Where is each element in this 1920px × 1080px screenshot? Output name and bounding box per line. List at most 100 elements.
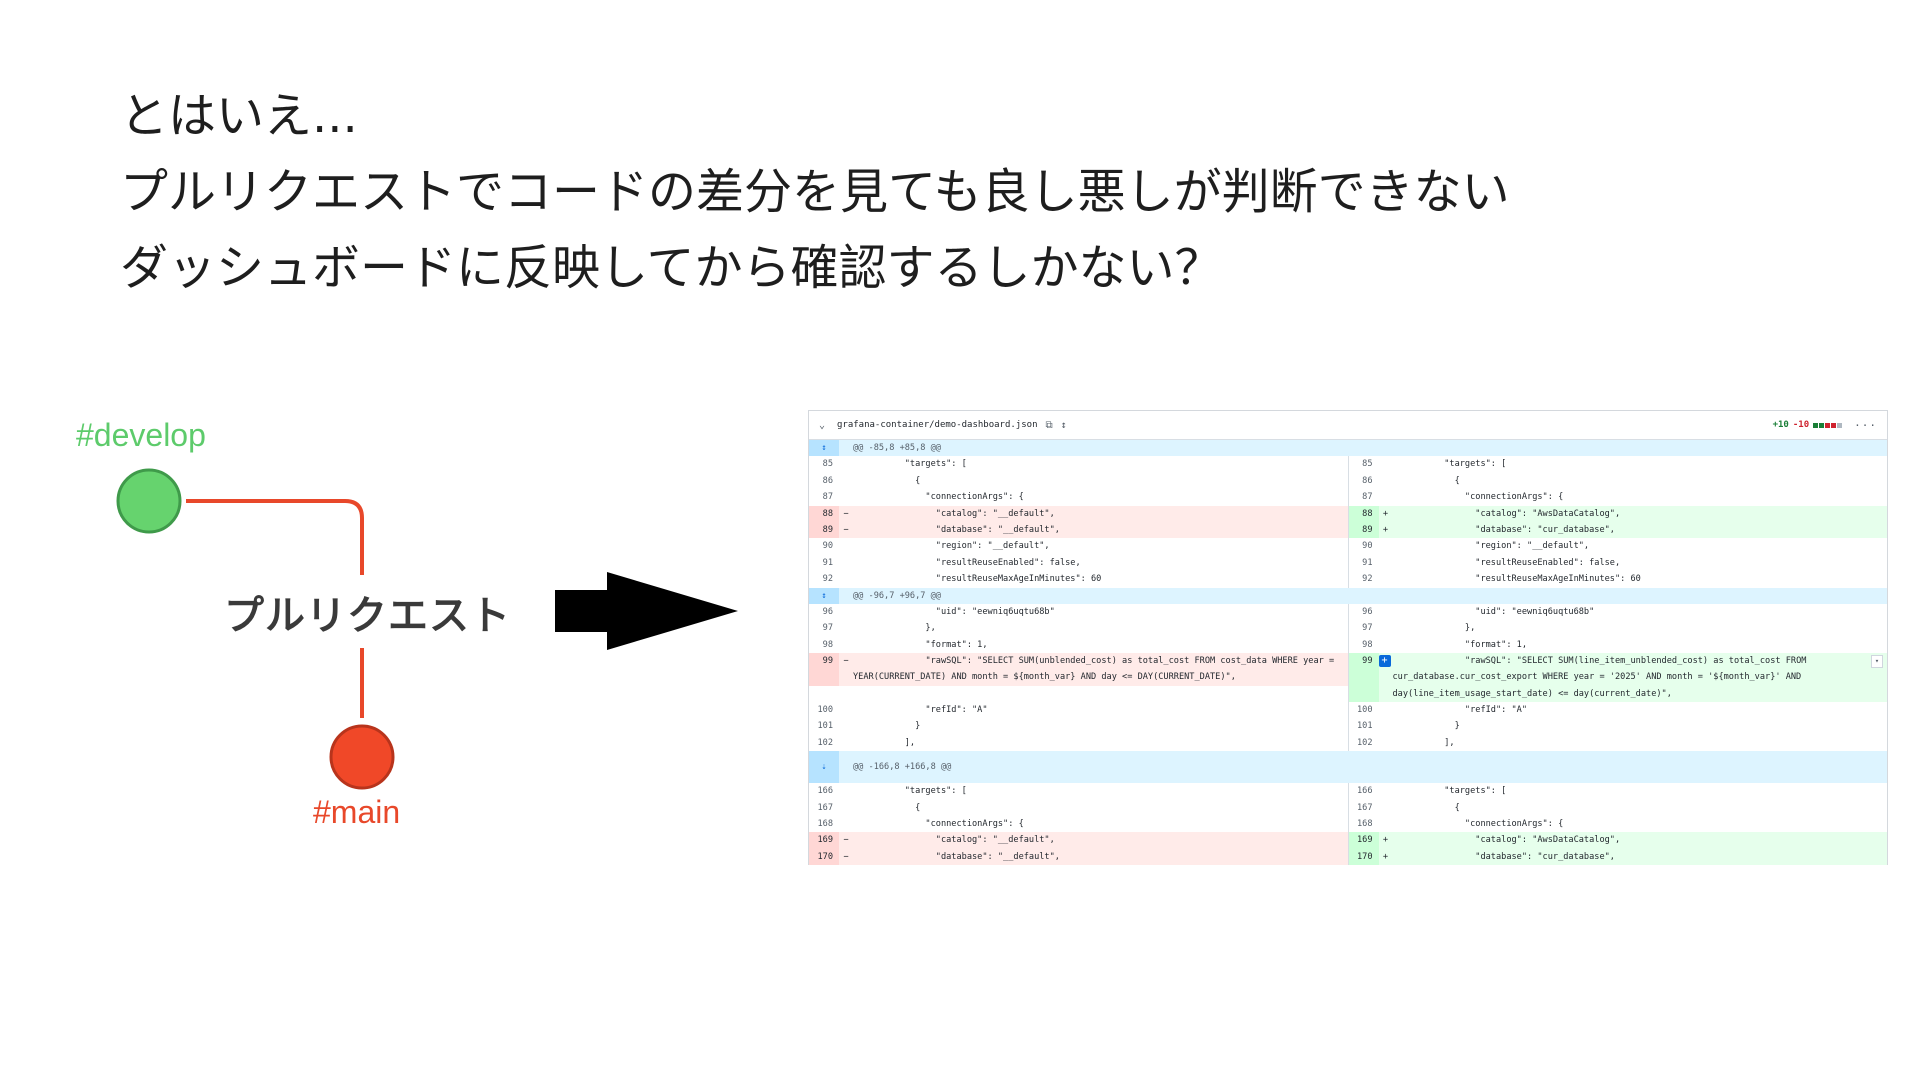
line-number[interactable]: 166: [1348, 783, 1379, 800]
line-number[interactable]: 87: [1348, 489, 1379, 506]
diff-right-side: 166 "targets": [: [1347, 783, 1888, 800]
copy-icon[interactable]: ⧉: [1045, 419, 1053, 431]
code-line: "connectionArgs": {: [1392, 492, 1564, 503]
diff-sign: [839, 718, 853, 734]
line-number[interactable]: 92: [809, 571, 839, 588]
diff-left-side: 88− "catalog": "__default",: [809, 505, 1348, 522]
line-number[interactable]: 88: [1348, 505, 1379, 522]
diff-sign: +: [1382, 524, 1389, 535]
branch-diagram-svg: [116, 468, 738, 790]
more-options-icon[interactable]: ···: [1854, 418, 1877, 432]
line-number[interactable]: 87: [809, 489, 839, 506]
line-number[interactable]: 168: [1348, 816, 1379, 833]
code-line: "format": 1,: [1392, 639, 1528, 650]
line-number[interactable]: 100: [1348, 702, 1379, 719]
table-row: 97 },97 },: [809, 620, 1887, 637]
diff-right-side: 96 "uid": "eewniq6uqtu68b": [1347, 603, 1888, 621]
diff-sign: [1379, 456, 1393, 472]
line-number[interactable]: 97: [809, 620, 839, 637]
line-number[interactable]: 169: [1348, 832, 1379, 849]
line-number[interactable]: 99: [1348, 653, 1379, 703]
table-row: 167 {167 {: [809, 799, 1887, 817]
code-line: "region": "__default",: [853, 541, 1050, 552]
line-number[interactable]: 97: [1348, 620, 1379, 637]
code-line: "catalog": "AwsDataCatalog",: [1392, 835, 1621, 846]
line-number[interactable]: 92: [1348, 571, 1379, 588]
line-number[interactable]: 102: [1348, 734, 1379, 752]
diff-sign: [1379, 783, 1393, 799]
diff-sign: [839, 637, 853, 653]
diff-sign: −: [843, 851, 849, 862]
develop-node: [116, 468, 182, 534]
line-number[interactable]: 166: [809, 783, 839, 800]
expand-lines-icon[interactable]: ↕: [809, 440, 839, 457]
diff-sign: [839, 473, 853, 489]
diff-left-side: 102 ],: [809, 734, 1348, 752]
expand-lines-icon[interactable]: ⇣: [809, 751, 839, 784]
line-number[interactable]: 89: [1348, 521, 1379, 539]
code-line: "connectionArgs": {: [853, 492, 1024, 503]
headline: とはいえ... プルリクエストでコードの差分を見ても良し悪しが判断できない ダッ…: [120, 78, 1820, 306]
line-menu-chevron-icon[interactable]: ▾: [1871, 655, 1883, 669]
add-comment-button[interactable]: +: [1378, 655, 1391, 668]
code-line: ],: [1392, 737, 1455, 748]
line-number[interactable]: 96: [809, 603, 839, 621]
headline-line-3: ダッシュボードに反映してから確認するしかない？: [120, 240, 1223, 296]
diff-sign: [839, 702, 853, 718]
pull-request-label: プルリクエスト: [224, 593, 511, 639]
line-number[interactable]: 101: [809, 718, 839, 735]
diff-sign: [839, 538, 853, 554]
hunk-header-text: @@ -85,8 +85,8 @@: [853, 443, 941, 453]
line-number[interactable]: 86: [1348, 472, 1379, 490]
line-number[interactable]: 91: [1348, 554, 1379, 572]
develop-branch-label: #develop: [76, 417, 206, 453]
line-number[interactable]: 91: [809, 554, 839, 572]
line-number[interactable]: 98: [809, 636, 839, 654]
code-line: "targets": [: [1392, 459, 1507, 470]
table-row: 85 "targets": [ 85 "targets": [: [809, 456, 1887, 473]
code-line: "targets": [: [853, 459, 967, 470]
code-line: "uid": "eewniq6uqtu68b": [1392, 606, 1595, 617]
pr-connector-line: [186, 499, 364, 575]
line-number[interactable]: 96: [1348, 603, 1379, 621]
line-number[interactable]: 101: [1348, 718, 1379, 735]
line-number[interactable]: 85: [809, 456, 839, 473]
expand-all-icon[interactable]: ↕: [1060, 419, 1067, 431]
diff-right-side: 102 ],: [1347, 734, 1888, 752]
diff-file-name[interactable]: grafana-container/demo-dashboard.json: [837, 420, 1038, 430]
diff-sign: −: [843, 508, 849, 519]
line-number[interactable]: 100: [809, 702, 839, 719]
diff-left-side: 168 "connectionArgs": {: [809, 816, 1348, 833]
line-number[interactable]: 88: [809, 505, 839, 522]
line-number[interactable]: 85: [1348, 456, 1379, 473]
line-number[interactable]: 167: [809, 799, 839, 817]
diff-sign: [839, 555, 853, 571]
branch-diagram: #develop #main プルリクエスト: [0, 0, 800, 1080]
code-line: "resultReuseMaxAgeInMinutes": 60: [1392, 574, 1641, 585]
collapse-chevron-icon[interactable]: ⌄: [819, 419, 826, 431]
line-number[interactable]: 170: [1348, 848, 1379, 865]
table-row: 101 }101 }: [809, 718, 1887, 735]
diff-left-side: 89− "database": "__default",: [809, 521, 1348, 539]
line-number[interactable]: 102: [809, 734, 839, 752]
expand-lines-icon[interactable]: ↕: [809, 587, 839, 604]
line-number[interactable]: 86: [809, 472, 839, 490]
line-number[interactable]: 90: [809, 538, 839, 555]
diff-sign: [1379, 816, 1393, 832]
code-line: {: [1392, 802, 1460, 813]
diff-sign: [839, 456, 853, 472]
line-number[interactable]: 170: [809, 848, 839, 865]
diff-rows: ↕@@ -85,8 +85,8 @@85 "targets": [85 "tar…: [809, 440, 1887, 865]
line-number[interactable]: 89: [809, 521, 839, 539]
line-number[interactable]: 168: [809, 816, 839, 833]
line-number[interactable]: 169: [809, 832, 839, 849]
line-number[interactable]: 90: [1348, 538, 1379, 555]
headline-line-1: とはいえ...: [120, 88, 358, 144]
line-number[interactable]: 99: [809, 653, 839, 686]
diff-left-side: 97 },: [809, 620, 1348, 637]
line-number[interactable]: 167: [1348, 799, 1379, 817]
line-number[interactable]: 98: [1348, 636, 1379, 654]
diff-right-side: 170+ "database": "cur_database",: [1347, 848, 1887, 865]
code-line: "catalog": "__default",: [853, 508, 1055, 519]
diff-sign: +: [1382, 835, 1389, 846]
